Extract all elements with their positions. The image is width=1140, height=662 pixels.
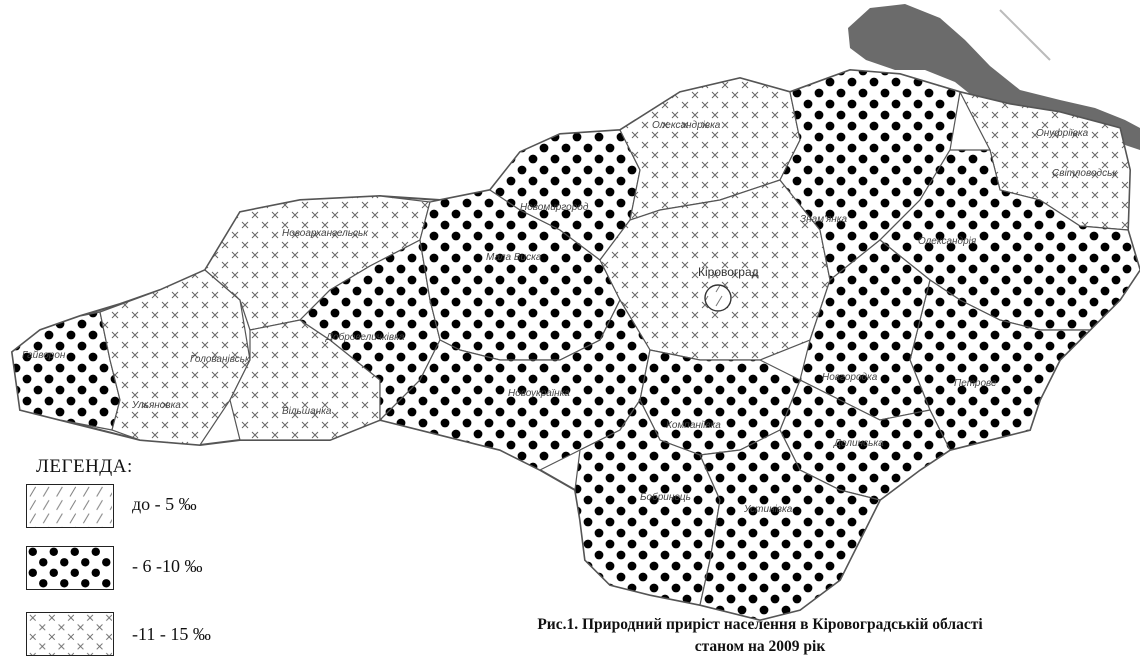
legend-swatch-dots (26, 546, 114, 590)
label-holovanivsk: Голованівськ (190, 354, 251, 365)
label-dolynska: Долинська (833, 438, 884, 449)
label-oleksandriia: Олександрія (918, 236, 977, 247)
city-label: Кіровоград (698, 265, 759, 279)
legend-title: ЛЕГЕНДА: (36, 456, 133, 477)
label-ustynivka: Устинівка (743, 504, 793, 515)
label-petrove: Петрове (954, 378, 997, 389)
caption-line-2: станом на 2009 рік (694, 638, 826, 655)
label-bobrynets: Бобринець (640, 491, 691, 503)
legend-label-3: -11 - 15 ‰ (132, 624, 211, 644)
label-ulianivka: Ульяновка (131, 400, 181, 411)
legend-label-1: до - 5 ‰ (132, 494, 197, 514)
label-vilshanka: Вільшанка (282, 406, 332, 417)
label-novoukrainka: Новоукраїнка (508, 388, 570, 399)
legend-swatch-cross (26, 612, 114, 656)
label-haivoron: Гайворон (22, 350, 66, 361)
figure-caption: Рис.1. Природний приріст населення в Кір… (440, 614, 1080, 658)
city-marker (704, 284, 732, 312)
river (999, 9, 1051, 61)
legend-swatch-hatch (26, 484, 114, 528)
district-holovanivsk (99, 269, 251, 446)
label-svitlovodsk: Світловодськ (1052, 168, 1118, 179)
label-novoarkhanhelsk: Новоархангельськ (282, 228, 369, 239)
caption-line-1: Рис.1. Природний приріст населення в Кір… (537, 616, 983, 633)
label-onufriivka: Онуфріївка (1036, 127, 1089, 139)
district-ustynivka (699, 429, 881, 621)
label-znamianka: Знам'янка (800, 214, 848, 225)
label-novhorodka: Новгородка (822, 372, 878, 383)
label-dobrovelychkivka: Добровеличківка (325, 331, 405, 343)
label-mala-vyska: Мала Виска (486, 252, 542, 263)
label-oleksandrivka: Олександрівка (652, 120, 721, 131)
label-kompaniivka: Компаніївка (666, 420, 721, 431)
label-novomyrhorod: Новомиргород (520, 202, 589, 213)
legend-label-2: - 6 -10 ‰ (132, 556, 203, 576)
